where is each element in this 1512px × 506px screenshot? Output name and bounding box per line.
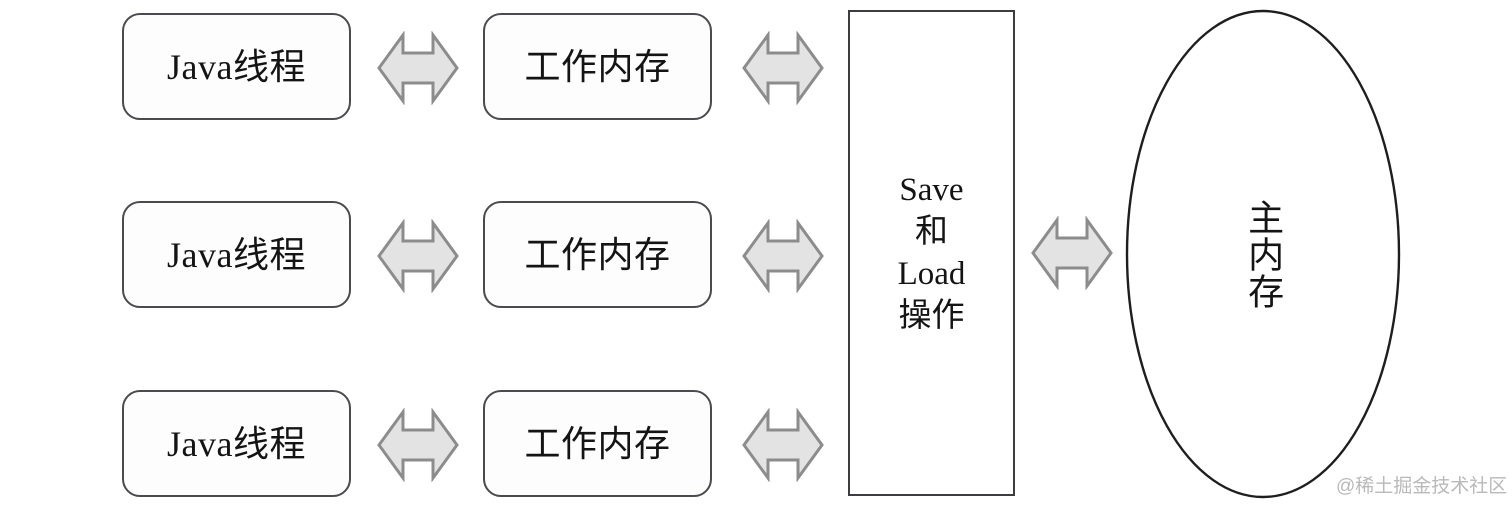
main-memory-label: 主内存 bbox=[1243, 198, 1284, 310]
double-arrow-working-memory-to-saveload-1 bbox=[742, 31, 824, 105]
double-arrow-working-memory-to-saveload-2 bbox=[742, 219, 824, 293]
double-arrow-thread-to-working-memory-3 bbox=[377, 408, 459, 482]
watermark-text: @稀土掘金技术社区 bbox=[1336, 476, 1508, 497]
java-thread-label-3: Java线程 bbox=[167, 423, 306, 464]
working-memory-label-1: 工作内存 bbox=[524, 46, 671, 87]
working-memory-box-2: 工作内存 bbox=[483, 201, 712, 308]
java-thread-box-2: Java线程 bbox=[122, 201, 351, 308]
double-arrow-thread-to-working-memory-2 bbox=[377, 219, 459, 293]
main-memory-ellipse: 主内存 bbox=[1124, 8, 1402, 500]
working-memory-label-2: 工作内存 bbox=[524, 234, 671, 275]
double-arrow-saveload-to-main-memory bbox=[1031, 216, 1113, 290]
save-and-load-operation-box: Save 和 Load 操作 bbox=[848, 10, 1015, 496]
working-memory-box-1: 工作内存 bbox=[483, 13, 712, 120]
java-thread-box-1: Java线程 bbox=[122, 13, 351, 120]
double-arrow-working-memory-to-saveload-3 bbox=[742, 408, 824, 482]
save-and-load-operation-label: Save 和 Load 操作 bbox=[897, 171, 966, 335]
java-thread-label-2: Java线程 bbox=[167, 234, 306, 275]
java-thread-box-3: Java线程 bbox=[122, 390, 351, 497]
double-arrow-thread-to-working-memory-1 bbox=[377, 31, 459, 105]
working-memory-label-3: 工作内存 bbox=[524, 423, 671, 464]
java-thread-label-1: Java线程 bbox=[167, 46, 306, 87]
main-memory-label-wrap: 主内存 bbox=[1124, 8, 1402, 500]
working-memory-box-3: 工作内存 bbox=[483, 390, 712, 497]
